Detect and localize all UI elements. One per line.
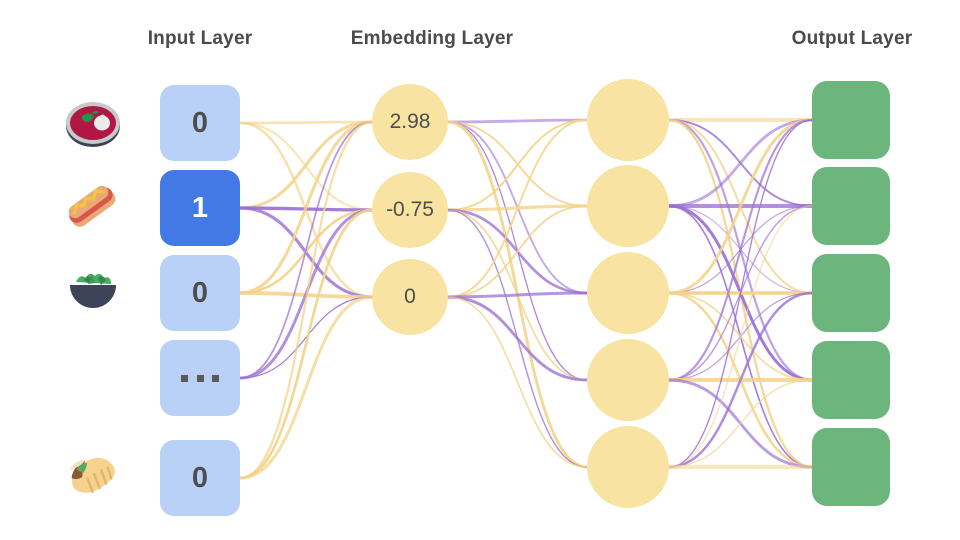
connection-edge xyxy=(447,296,588,468)
connection-edge xyxy=(238,120,374,295)
hidden-node[interactable] xyxy=(587,252,669,334)
connection-edge xyxy=(667,118,814,295)
connection-edge xyxy=(238,295,374,480)
connection-edge xyxy=(447,119,588,211)
hidden-node[interactable] xyxy=(587,339,669,421)
input-row: 0 xyxy=(62,255,242,331)
steak-icon xyxy=(62,92,124,154)
embedding-node[interactable]: 0 xyxy=(372,259,448,335)
embedding-node[interactable]: -0.75 xyxy=(372,172,448,248)
connection-edge xyxy=(446,295,589,382)
connection-edge xyxy=(447,119,588,298)
connection-edge xyxy=(239,121,373,379)
connection-edge xyxy=(668,119,813,468)
hotdog-icon xyxy=(62,177,124,239)
input-layer-title: Input Layer xyxy=(147,28,253,49)
connection-edge xyxy=(446,118,589,124)
output-layer-title: Output Layer xyxy=(791,28,913,49)
output-node[interactable] xyxy=(812,254,890,332)
hidden-node[interactable] xyxy=(587,426,669,508)
connection-edge xyxy=(668,379,813,468)
embedding-layer-title: Embedding Layer xyxy=(350,28,514,49)
input-row xyxy=(62,340,242,416)
input-row: 0 xyxy=(62,85,242,161)
input-row: 0 xyxy=(62,440,242,516)
connection-edge xyxy=(668,205,813,468)
connection-edge xyxy=(238,120,374,480)
output-node[interactable] xyxy=(812,81,890,159)
input-value-cell[interactable]: 0 xyxy=(160,440,240,516)
connection-edge xyxy=(239,296,373,379)
connection-edge xyxy=(446,291,589,299)
output-node[interactable] xyxy=(812,341,890,419)
output-node[interactable] xyxy=(812,167,890,245)
connection-edge xyxy=(667,118,814,382)
burrito-icon xyxy=(62,447,124,509)
input-value-cell[interactable]: 0 xyxy=(160,255,240,331)
input-value-cell[interactable]: 0 xyxy=(160,85,240,161)
input-row: 1 xyxy=(62,170,242,246)
output-node[interactable] xyxy=(812,428,890,506)
connection-edge xyxy=(667,291,814,469)
input-value-cell[interactable]: 1 xyxy=(160,170,240,246)
salad-icon xyxy=(62,262,124,324)
connection-edge xyxy=(447,205,588,298)
connection-edge xyxy=(667,118,814,208)
connection-edge xyxy=(238,208,374,480)
embedding-node[interactable]: 2.98 xyxy=(372,84,448,160)
hidden-node[interactable] xyxy=(587,165,669,247)
connection-edge xyxy=(238,120,374,125)
hidden-node[interactable] xyxy=(587,79,669,161)
input-value-cell[interactable] xyxy=(160,340,240,416)
connection-edge xyxy=(238,120,374,210)
